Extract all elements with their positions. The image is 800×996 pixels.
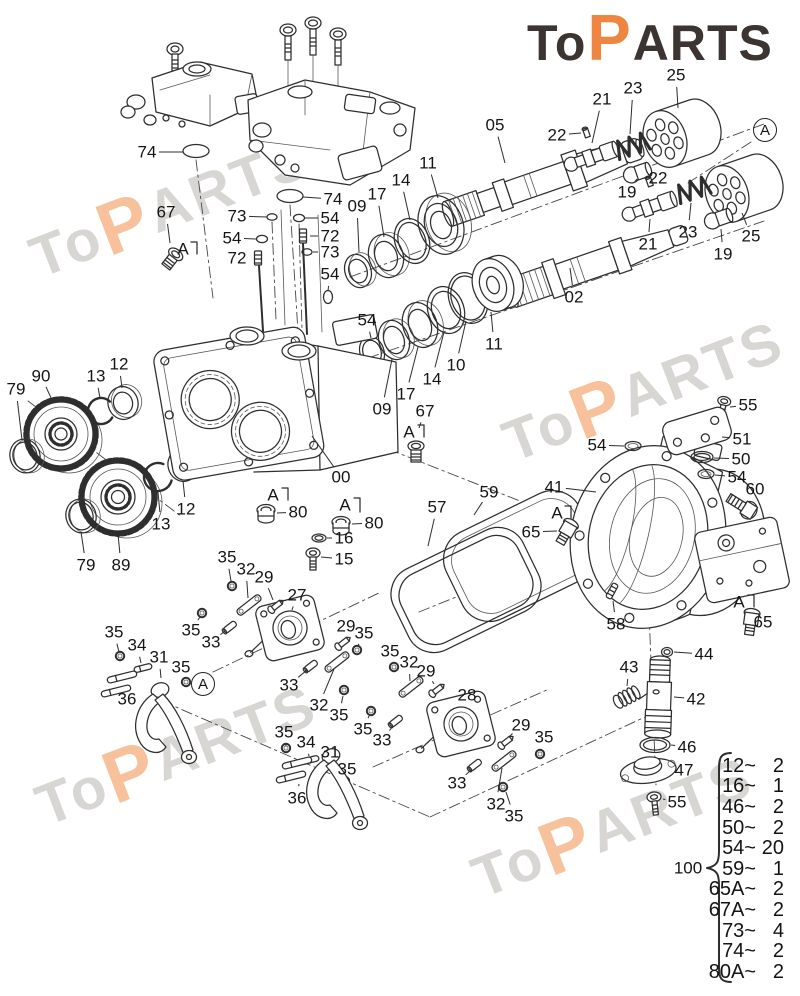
driven-shaft-02: [505, 225, 689, 308]
parts-quantity-row: 50~ 2: [706, 816, 784, 839]
part-ref: 67A~: [708, 898, 756, 921]
parts-quantity-row: 16~ 1: [706, 775, 784, 798]
parts-quantity-row: 46~ 2: [706, 795, 784, 818]
part-ref: 16~: [722, 775, 756, 798]
part-ref: 80A~: [708, 960, 756, 983]
cylinder-block-front: [642, 98, 722, 168]
part-ref: 54~: [722, 837, 756, 860]
parts-quantity-row: 67A~ 2: [706, 898, 784, 921]
housing-hardware: [161, 247, 425, 571]
rear-cover-hardware: [555, 395, 761, 637]
part-ref: 74~: [722, 940, 756, 963]
piston-spring-set: [563, 126, 734, 230]
logo-text-arts: ARTS: [632, 15, 773, 71]
tilt-fork: [135, 682, 198, 765]
part-qty: 2: [772, 795, 784, 818]
regulator-left: [120, 42, 260, 159]
part-ref: 12~: [722, 754, 756, 777]
bearing-set-front: [343, 192, 472, 289]
part-ref: 73~: [722, 919, 756, 942]
regulator-right: [247, 16, 416, 204]
relief-valve-stack: [612, 646, 677, 816]
part-ref: 59~: [722, 857, 756, 880]
logo-text-to: To: [527, 15, 587, 71]
part-qty: 2: [772, 898, 784, 921]
part-ref: 50~: [722, 816, 756, 839]
part-qty: 2: [772, 960, 784, 983]
part-qty: 20: [761, 837, 784, 860]
part-ref: 46~: [722, 795, 756, 818]
parts-quantity-row: 59~ 1: [706, 857, 784, 880]
parts-quantity-row: 73~ 4: [706, 919, 784, 942]
logo-text-p: P: [587, 1, 632, 74]
parts-quantity-row: 65A~ 2: [706, 878, 784, 901]
part-qty: 2: [772, 754, 784, 777]
part-qty: 4: [772, 919, 784, 942]
servo-plate-28: [415, 690, 496, 758]
servo-linkage-parts: [100, 580, 546, 793]
part-qty: 2: [772, 940, 784, 963]
part-qty: 1: [772, 857, 784, 880]
part-qty: 2: [772, 878, 784, 901]
brand-logo: To P ARTS: [527, 0, 773, 75]
part-qty: 2: [772, 816, 784, 839]
pump-housing-00: [153, 314, 399, 481]
parts-quantity-row: 12~ 2: [706, 754, 784, 777]
cylinder-block-rear: [704, 153, 784, 223]
parts-quantity-row: 80A~ 2: [706, 960, 784, 983]
parts-quantity-row: 74~ 2: [706, 940, 784, 963]
stud-and-oring-set: [253, 209, 334, 335]
part-ref: 65A~: [708, 878, 756, 901]
parts-quantity-row: 54~20: [706, 837, 784, 860]
quantity-list-brace: [706, 752, 732, 983]
part-qty: 1: [772, 775, 784, 798]
seal-ring-57: [390, 526, 542, 654]
